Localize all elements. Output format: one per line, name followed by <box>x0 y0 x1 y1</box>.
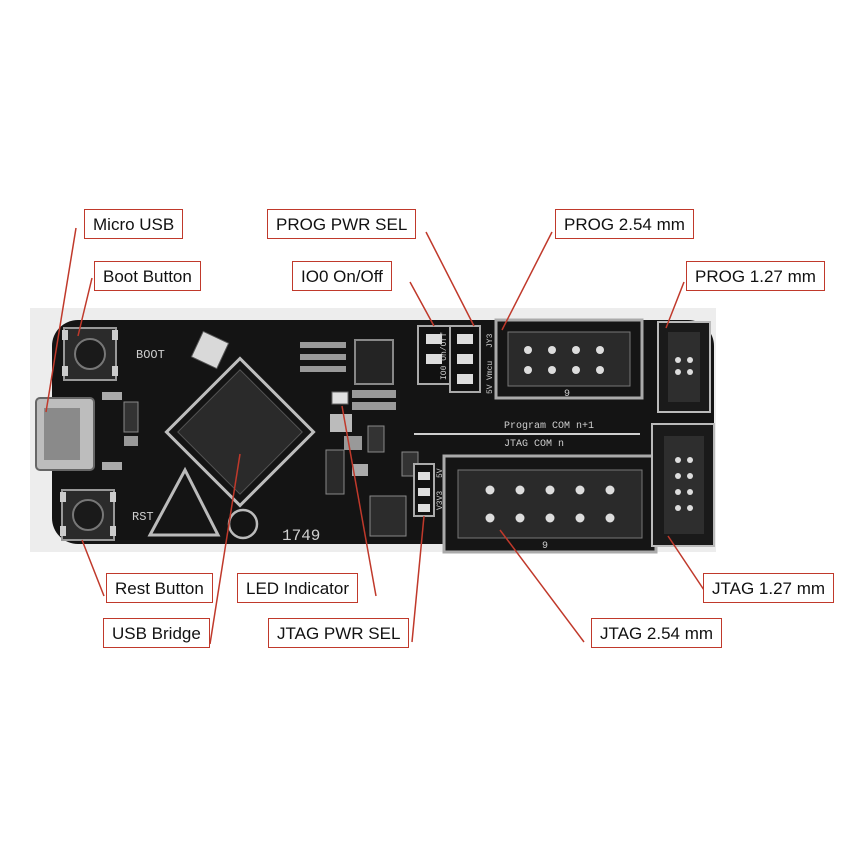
jtag-254-header <box>442 454 658 554</box>
label-jtag-127: JTAG 1.27 mm <box>703 573 835 603</box>
silk-date-code: 1749 <box>282 527 320 545</box>
esd-logo <box>147 466 221 537</box>
leader-jtag-254 <box>499 529 585 643</box>
silk-jtag-com: JTAG COM n <box>504 439 564 450</box>
silk-program-com: Program COM n+1 <box>504 421 594 432</box>
label-io0-onoff: IO0 On/Off <box>292 261 392 291</box>
leader-boot-button <box>77 277 93 337</box>
silk-jy: JY3 <box>486 333 495 348</box>
silk-pin-9-bottom: 9 <box>542 541 548 552</box>
leader-jtag-pwr-sel <box>411 515 425 643</box>
leader-prog-pwr-sel <box>425 231 475 327</box>
prog-254-header <box>494 318 644 400</box>
leader-io0 <box>409 281 435 327</box>
silk-5v: 5V <box>486 384 495 394</box>
label-prog-254: PROG 2.54 mm <box>555 209 694 239</box>
leader-lines <box>45 227 709 645</box>
leader-prog-127 <box>665 281 685 329</box>
leader-usb-bridge <box>209 453 241 645</box>
label-jtag-254: JTAG 2.54 mm <box>591 618 723 648</box>
usb-bridge-chip <box>164 356 316 508</box>
label-micro-usb: Micro USB <box>84 209 184 239</box>
silk-jtag-5v: 5V <box>436 468 445 478</box>
reset-button-component <box>60 489 116 541</box>
silk-pin-9-top: 9 <box>564 389 570 400</box>
silk-vmcu: Vmcu <box>486 361 495 380</box>
leader-micro-usb <box>45 227 77 413</box>
label-rest-button: Rest Button <box>106 573 213 603</box>
silk-jtag-v: V3V3 <box>436 491 445 510</box>
label-prog-pwr-sel: PROG PWR SEL <box>267 209 417 239</box>
label-led-indicator: LED Indicator <box>237 573 358 603</box>
label-boot-button: Boot Button <box>94 261 201 291</box>
label-jtag-pwr-sel: JTAG PWR SEL <box>268 618 410 648</box>
leader-led <box>341 405 377 597</box>
leader-jtag-127 <box>667 535 709 597</box>
boot-button-component <box>62 327 118 381</box>
label-prog-127: PROG 1.27 mm <box>686 261 825 291</box>
silk-io0: IO0 On/Off <box>440 332 449 380</box>
leader-prog-254 <box>501 231 553 331</box>
silk-rst: RST <box>132 510 154 524</box>
label-usb-bridge: USB Bridge <box>103 618 210 648</box>
leader-rest-button <box>81 539 105 597</box>
silk-boot: BOOT <box>136 348 165 362</box>
